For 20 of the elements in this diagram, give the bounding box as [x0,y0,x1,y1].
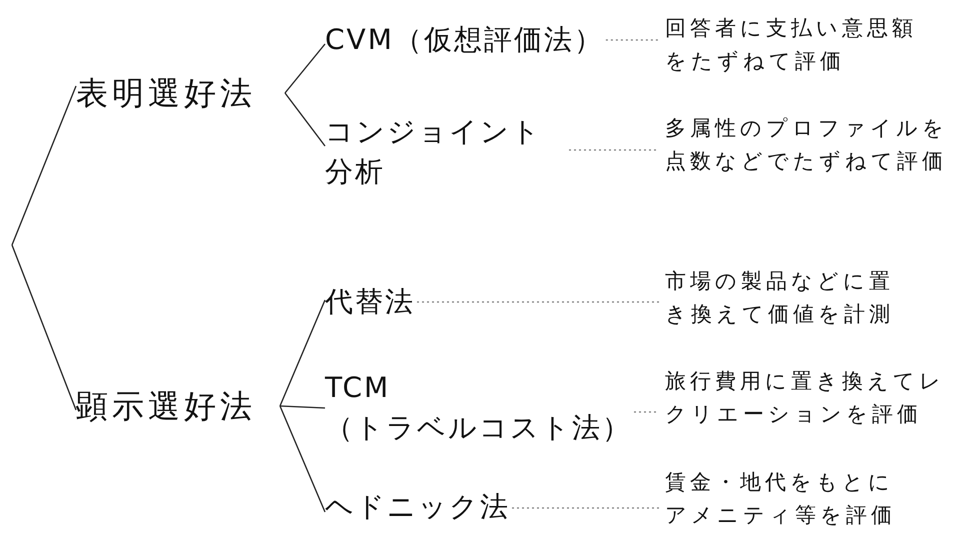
method-label: 代替法 [325,284,415,320]
description-text: 回答者に支払い意思額をたずねて評価 [665,15,918,75]
method-label: TCM [325,370,392,406]
method-label: ヘドニック法 [325,489,510,525]
branch-line [11,244,77,410]
description-text: 多属性のプロファイルを点数などでたずねて評価 [665,115,949,175]
method-label: CVM（仮想評価法） [325,22,604,58]
branch-line [280,405,326,409]
branch-line [279,300,326,406]
description-text: 市場の製品などに置き換えて価値を計測 [665,268,895,328]
description-text: 旅行費用に置き換えてレクリエーションを評価 [665,368,946,428]
branch-line [279,406,326,512]
method-label: コンジョイント分析 [325,114,543,190]
method-label: （トラベルコスト法） [325,410,632,446]
branch-line [284,92,326,146]
description-text: 賃金・地代をもとにアメニティ等を評価 [665,469,897,529]
category-label: 表明選好法 [76,73,257,114]
branch-line [284,44,326,94]
category-label: 顕示選好法 [76,386,257,427]
branch-line [11,86,77,246]
